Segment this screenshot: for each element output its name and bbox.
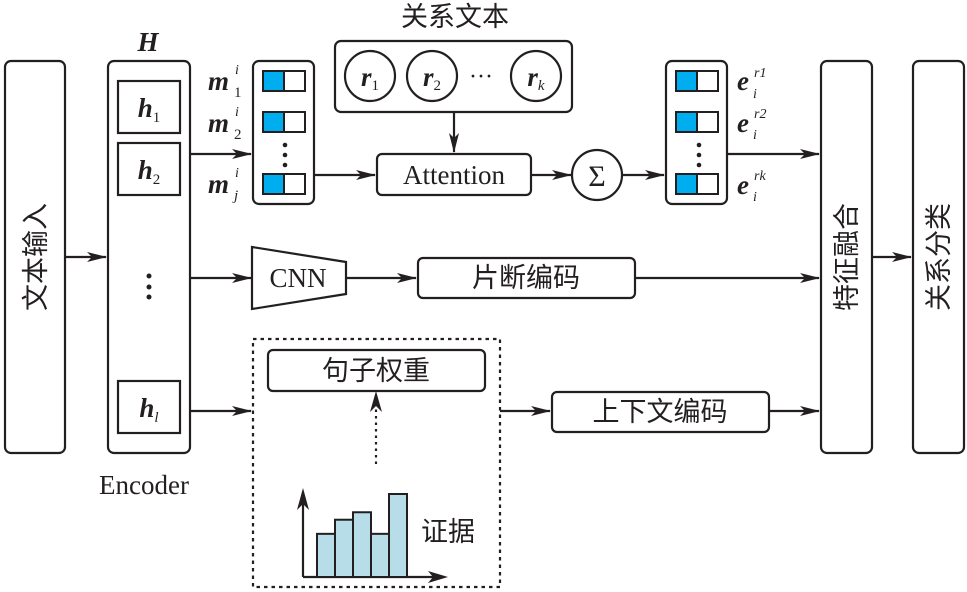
- relation-text-block: r1 r2 ··· rk: [333, 39, 574, 114]
- mention-vector-j-filled: [262, 173, 285, 195]
- cnn-block: CNN: [250, 245, 348, 311]
- evidence-y-axis-arrow: [297, 488, 309, 510]
- relation-embedding-1-empty: [696, 70, 719, 92]
- segment-encoding-block: 片断编码: [416, 256, 637, 300]
- evidence-chart: [297, 488, 448, 583]
- hidden-state-h2: [116, 141, 182, 197]
- evidence-x-axis-arrow: [428, 571, 448, 583]
- relation-embedding-2-empty: [696, 111, 719, 133]
- mention-mj-base: m: [208, 169, 229, 199]
- embedding-ek-base: e: [737, 170, 749, 200]
- relation-ellipsis: ···: [469, 64, 493, 90]
- mention-vector-j-empty: [283, 173, 306, 195]
- embedding-e1-sup: r1: [754, 66, 766, 81]
- embedding-e2-base: e: [737, 108, 749, 138]
- relation-text-title: 关系文本: [401, 2, 509, 33]
- relation-r1: [343, 49, 397, 103]
- relation-embedding-k-empty: [696, 173, 719, 195]
- evidence-bar-5: [388, 493, 408, 578]
- sentence-weight-block: 句子权重: [266, 348, 487, 393]
- text-input-label: 文本输入: [21, 203, 52, 311]
- mention-vector-2-filled: [262, 111, 285, 133]
- relation-classification-block: 关系分类: [911, 59, 966, 455]
- relation-r1-label: r1: [361, 62, 379, 94]
- text-input-block: 文本输入: [3, 59, 67, 455]
- evidence-bar-3: [352, 511, 372, 579]
- evidence-bar-4: [370, 532, 390, 579]
- embedding-e2-sub: i: [753, 128, 757, 143]
- evidence-label: 证据: [421, 517, 475, 548]
- mention-vector-ellipsis: [282, 142, 288, 168]
- embedding-e1-sub: i: [753, 87, 757, 102]
- mention-m2-sup: i: [235, 105, 239, 120]
- attention-label: Attention: [403, 160, 505, 190]
- hidden-state-h2-label: h2: [138, 155, 161, 188]
- mention-vector-1-empty: [283, 70, 306, 92]
- hidden-state-h1-label: h1: [138, 93, 161, 126]
- mention-mj-sub: j: [232, 188, 238, 204]
- sum-node: Σ: [570, 148, 624, 202]
- segment-encoding-label: 片断编码: [472, 263, 580, 294]
- relation-embeddings-block: [664, 59, 729, 206]
- attention-block: Attention: [375, 152, 533, 197]
- embedding-ek-sup: rk: [754, 169, 766, 184]
- mention-m2-sub: 2: [234, 127, 242, 143]
- relation-embedding-k-filled: [675, 173, 698, 195]
- relation-embedding-ellipsis: [696, 142, 702, 168]
- encoder-block: h1 h2 hl: [106, 59, 192, 455]
- mention-labels: m i 1 m i 2 m i j: [208, 63, 242, 204]
- relation-r2-label: r2: [423, 62, 441, 94]
- relation-rk-label: rk: [527, 62, 545, 94]
- hidden-state-hl-label: hl: [139, 393, 158, 426]
- mention-m2-base: m: [208, 108, 229, 138]
- context-encoding-block: 上下文编码: [550, 390, 771, 434]
- mention-mj-sup: i: [235, 166, 239, 181]
- evidence-bar-2: [334, 518, 354, 578]
- relation-embedding-1-filled: [675, 70, 698, 92]
- relation-rk: [509, 49, 563, 103]
- context-encoding-label: 上下文编码: [593, 397, 728, 428]
- relation-r2: [405, 49, 459, 103]
- mention-vector-1-filled: [262, 70, 285, 92]
- cnn-label: CNN: [269, 263, 326, 293]
- relation-embedding-2-filled: [675, 111, 698, 133]
- mention-m1-sub: 1: [234, 85, 242, 101]
- evidence-bars: [316, 493, 408, 579]
- dotted-arrow-head: [370, 391, 382, 412]
- embedding-ek-sub: i: [753, 190, 757, 205]
- embedding-e2-sup: r2: [754, 107, 766, 122]
- encoder-caption: Encoder: [99, 470, 189, 500]
- hidden-state-h1: [116, 79, 182, 135]
- relation-classification-label: 关系分类: [924, 203, 955, 311]
- hidden-state-ellipsis: [146, 273, 152, 300]
- sentence-weight-label: 句子权重: [322, 356, 430, 387]
- mention-m1-base: m: [208, 66, 229, 96]
- feature-fusion-block: 特征融合: [819, 59, 874, 455]
- embedding-e1-base: e: [737, 66, 749, 96]
- mention-vector-2-empty: [283, 111, 306, 133]
- evidence-region: [251, 337, 502, 589]
- feature-fusion-label: 特征融合: [832, 203, 863, 311]
- relation-embedding-labels: e r1 i e r2 i e rk i: [737, 66, 766, 205]
- sum-symbol: Σ: [588, 160, 605, 193]
- mention-vectors-block: [251, 59, 316, 206]
- evidence-bar-1: [316, 532, 336, 579]
- hidden-state-hl: [116, 379, 182, 435]
- mention-m1-sup: i: [235, 63, 239, 78]
- encoder-matrix-label: H: [136, 27, 159, 57]
